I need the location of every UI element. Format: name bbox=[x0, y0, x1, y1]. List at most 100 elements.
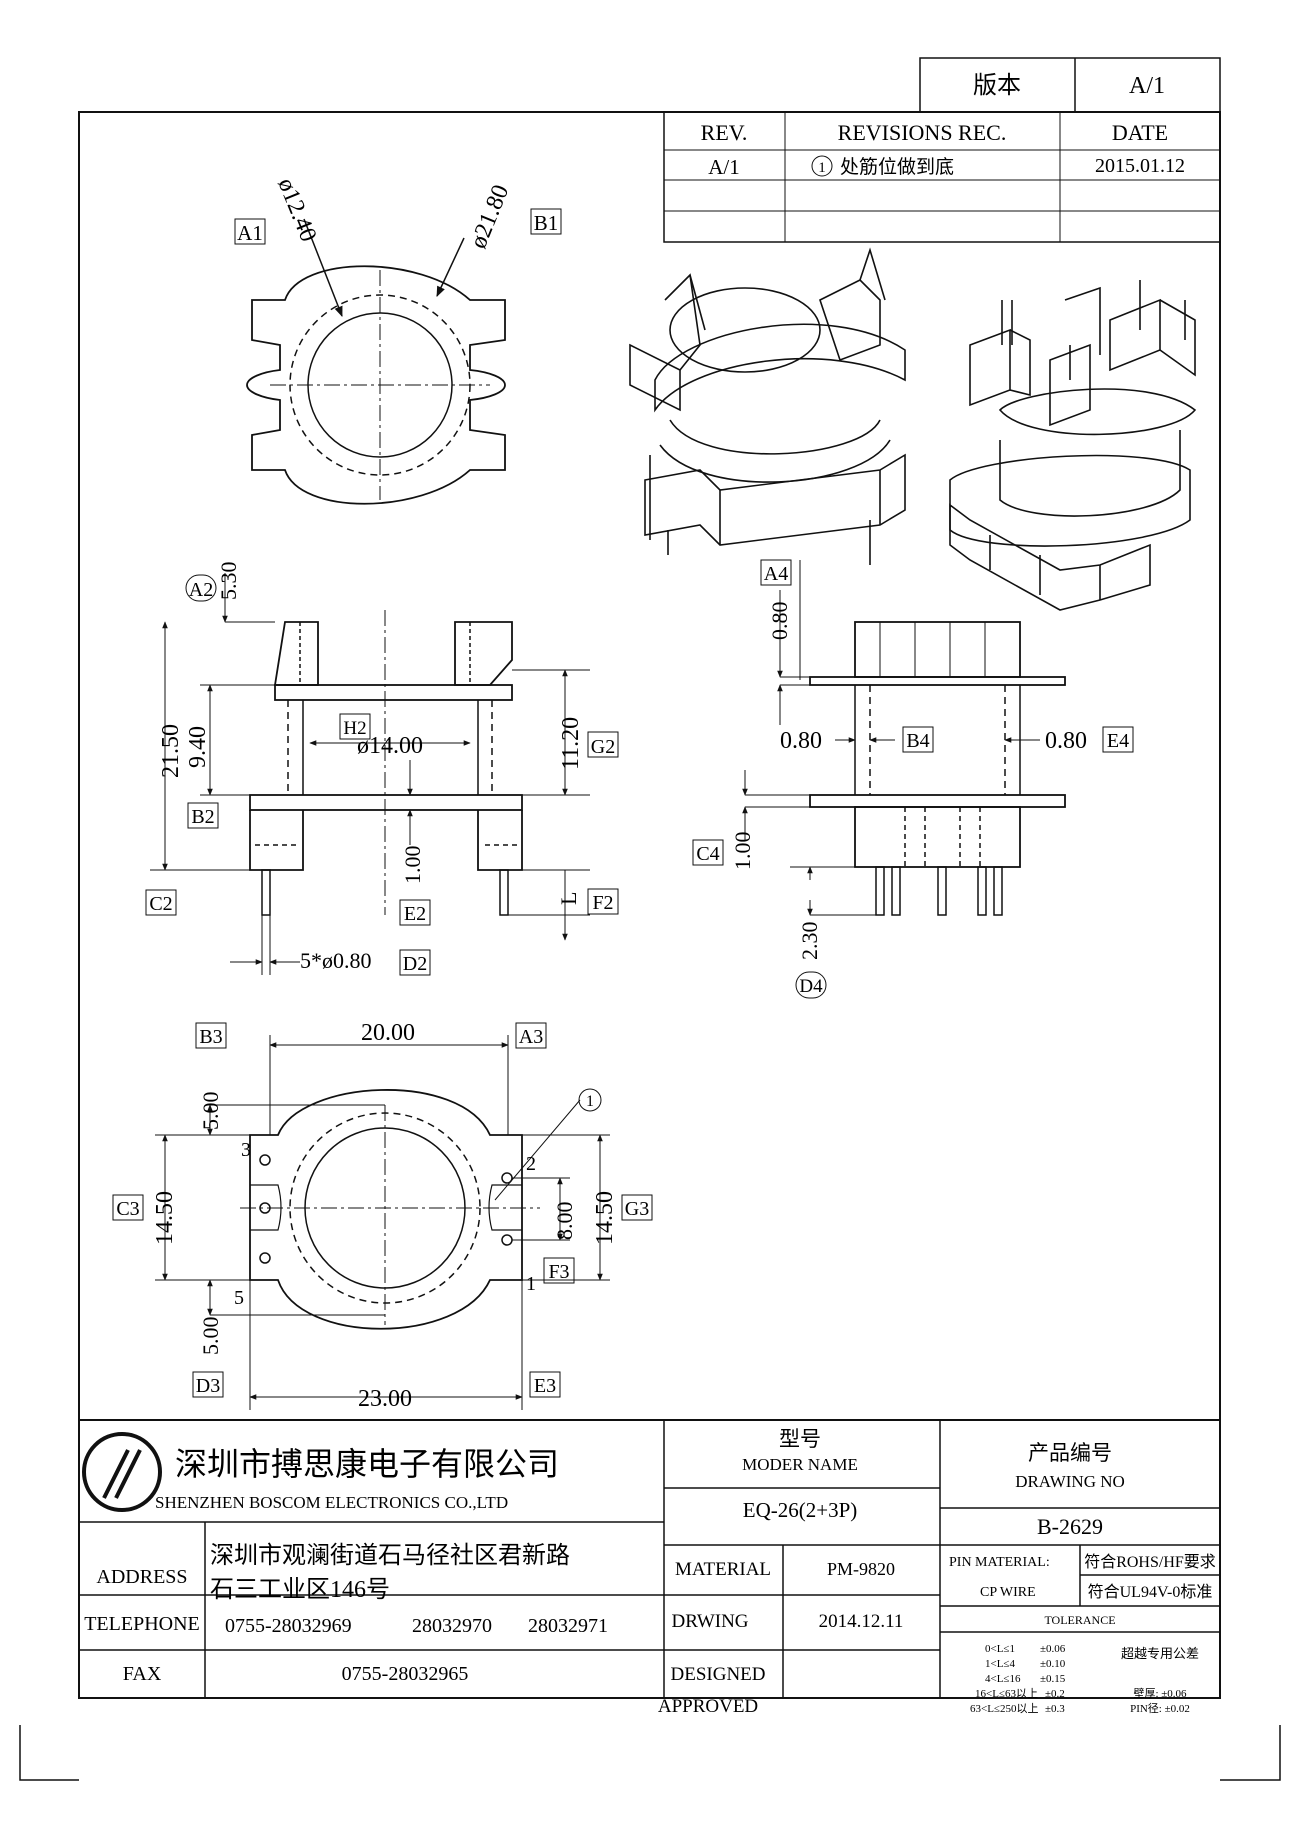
rec-header: REVISIONS REC. bbox=[838, 120, 1007, 145]
designed-label: DESIGNED bbox=[671, 1664, 766, 1685]
address-line1: 深圳市观澜街道石马径社区君新路 bbox=[210, 1542, 570, 1569]
label-g2: G2 bbox=[591, 736, 615, 758]
rev-marker: 1 bbox=[818, 160, 826, 176]
tol-range-5: 63<L≤250以上 bbox=[970, 1702, 1038, 1715]
tol-range-2: 1<L≤4 bbox=[985, 1658, 1015, 1670]
version-value: A/1 bbox=[1129, 73, 1165, 99]
tol-note: 超越专用公差 bbox=[1121, 1646, 1199, 1661]
bottom-marker: 1 bbox=[586, 1093, 594, 1110]
bottom-dim-top-gap: 5.00 bbox=[198, 1092, 223, 1131]
telephone-1: 0755-28032969 bbox=[225, 1615, 352, 1637]
dim-inner-11-20: 11.20 bbox=[558, 717, 584, 770]
wall-tolerance: 壁厚: ±0.06 bbox=[1133, 1686, 1187, 1700]
top-view bbox=[234, 208, 562, 505]
label-b4: B4 bbox=[906, 730, 929, 752]
front-view bbox=[145, 573, 619, 976]
bottom-dim-right-height: 14.50 bbox=[592, 1191, 618, 1245]
pin-5: 5 bbox=[234, 1287, 244, 1309]
material-value: PM-9820 bbox=[827, 1559, 895, 1579]
bottom-dim-pin-pitch: 8.00 bbox=[552, 1202, 577, 1241]
rev-header: REV. bbox=[701, 120, 748, 145]
tol-value-1: ±0.06 bbox=[1040, 1643, 1066, 1655]
bottom-view bbox=[112, 1022, 653, 1410]
pin-3: 3 bbox=[241, 1139, 251, 1161]
date-header: DATE bbox=[1112, 120, 1168, 145]
drawing-label-en: DRAWING NO bbox=[1015, 1472, 1125, 1491]
version-label: 版本 bbox=[973, 72, 1021, 99]
drwing-label: DRWING bbox=[671, 1611, 748, 1632]
company-logo bbox=[82, 1432, 162, 1512]
label-c3: C3 bbox=[116, 1198, 139, 1220]
side-dim-wall-right: 0.80 bbox=[1045, 728, 1087, 754]
dim-window-9-40: 9.40 bbox=[185, 726, 211, 768]
fax-label: FAX bbox=[123, 1663, 162, 1685]
label-e2: E2 bbox=[404, 903, 426, 925]
label-a4: A4 bbox=[764, 563, 788, 585]
label-d4: D4 bbox=[799, 976, 823, 997]
rev-cell: A/1 bbox=[708, 155, 740, 179]
top-inner-dia: ø12.40 bbox=[272, 175, 321, 246]
tol-range-1: 0<L≤1 bbox=[985, 1643, 1015, 1655]
side-view bbox=[692, 559, 1134, 999]
material-label: MATERIAL bbox=[675, 1559, 771, 1580]
label-b1: B1 bbox=[534, 211, 559, 235]
model-label-en: MODER NAME bbox=[742, 1455, 858, 1474]
telephone-3: 28032971 bbox=[528, 1615, 608, 1637]
dim-top-5-30: 5.30 bbox=[216, 562, 241, 601]
revisions-table: REV. REVISIONS REC. DATE A/1 1 处筋位做到底 20… bbox=[663, 111, 1221, 243]
label-a1: A1 bbox=[237, 221, 263, 245]
pin-1: 1 bbox=[526, 1273, 536, 1295]
dim-pins: 5*ø0.80 bbox=[300, 948, 372, 973]
top-outer-dia: ø21.80 bbox=[465, 181, 514, 252]
version-box: 版本 A/1 bbox=[919, 57, 1221, 113]
bottom-dim-bottom-gap: 5.00 bbox=[198, 1317, 223, 1356]
bottom-dim-bottom-width: 23.00 bbox=[358, 1386, 412, 1412]
pin-dia-tolerance: PIN径: ±0.02 bbox=[1130, 1702, 1190, 1715]
tol-value-4: ±0.2 bbox=[1045, 1688, 1065, 1700]
tol-range-4: 16<L≤63以上 bbox=[975, 1687, 1038, 1700]
title-block bbox=[79, 1419, 1220, 1698]
label-b2: B2 bbox=[191, 806, 214, 828]
label-a3: A3 bbox=[519, 1026, 543, 1048]
label-a2: A2 bbox=[189, 579, 213, 601]
side-dim-wall-left: 0.80 bbox=[780, 728, 822, 754]
pin-material-value: CP WIRE bbox=[980, 1585, 1036, 1600]
dim-height-21-50: 21.50 bbox=[158, 724, 184, 778]
label-c2: C2 bbox=[149, 893, 172, 915]
tol-value-5: ±0.3 bbox=[1045, 1703, 1065, 1715]
pin-2: 2 bbox=[526, 1153, 536, 1175]
fax-number: 0755-28032965 bbox=[342, 1663, 469, 1685]
label-e4: E4 bbox=[1107, 730, 1129, 752]
model-label-cn: 型号 bbox=[779, 1427, 821, 1451]
approved-label: APPROVED bbox=[658, 1696, 758, 1717]
dim-pin-length: L bbox=[556, 892, 581, 905]
address-line2: 石三工业区146号 bbox=[210, 1576, 390, 1603]
isometric-view-left bbox=[629, 247, 906, 565]
label-d3: D3 bbox=[196, 1375, 220, 1397]
rec-cell: 处筋位做到底 bbox=[840, 156, 954, 178]
label-d2: D2 bbox=[403, 953, 427, 975]
address-label: ADDRESS bbox=[96, 1566, 187, 1588]
pin-material-label: PIN MATERIAL: bbox=[949, 1555, 1050, 1570]
ul-note: 符合UL94V-0标准 bbox=[1088, 1583, 1213, 1601]
date-cell: 2015.01.12 bbox=[1095, 155, 1185, 177]
side-dim-top: 0.80 bbox=[767, 602, 792, 641]
rohs-note: 符合ROHS/HF要求 bbox=[1084, 1553, 1216, 1571]
side-dim-pin: 2.30 bbox=[797, 922, 822, 961]
label-e3: E3 bbox=[534, 1375, 556, 1397]
isometric-view-right bbox=[949, 280, 1197, 611]
company-name-en: SHENZHEN BOSCOM ELECTRONICS CO.,LTD bbox=[155, 1493, 508, 1512]
tol-value-3: ±0.15 bbox=[1040, 1673, 1066, 1685]
label-c4: C4 bbox=[696, 843, 719, 865]
label-f3: F3 bbox=[548, 1261, 569, 1283]
model-value: EQ-26(2+3P) bbox=[743, 1498, 858, 1522]
tol-value-2: ±0.10 bbox=[1040, 1658, 1066, 1670]
bottom-dim-top-width: 20.00 bbox=[361, 1020, 415, 1046]
label-f2: F2 bbox=[592, 892, 613, 914]
label-h2: H2 bbox=[343, 718, 366, 739]
drawing-value: B-2629 bbox=[1037, 1514, 1103, 1539]
side-dim-flange: 1.00 bbox=[730, 832, 755, 871]
drawing-label-cn: 产品编号 bbox=[1028, 1441, 1112, 1465]
dim-flange-1-00: 1.00 bbox=[400, 846, 425, 885]
